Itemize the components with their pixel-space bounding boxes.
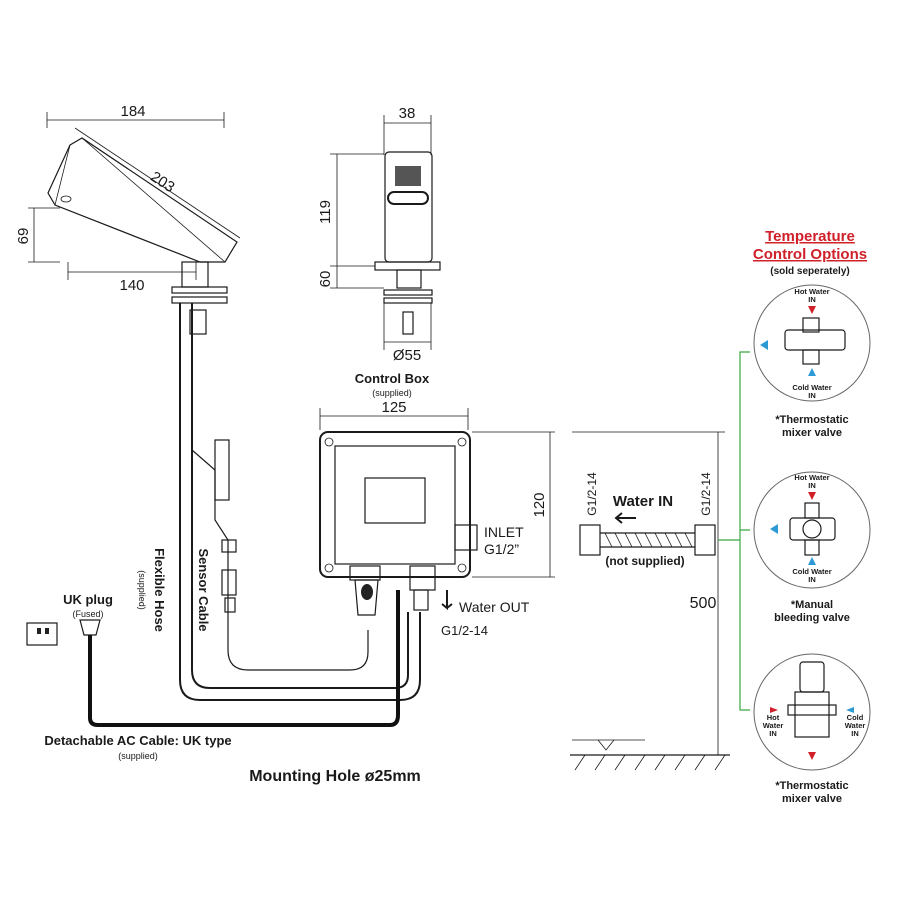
water-out-label: Water OUT [459, 599, 530, 615]
dim-120-label: 120 [531, 492, 548, 517]
dim-140-label: 140 [119, 277, 144, 294]
thread-right-label: G1/2-14 [699, 472, 713, 516]
water-in-hose [579, 524, 716, 556]
hot-in-arrow-icon [770, 707, 778, 713]
option-3-circle [753, 653, 871, 771]
svg-text:Hot Water: Hot Water [794, 287, 829, 296]
dim-55-label: Ø55 [393, 347, 421, 364]
option-thermostatic-1[interactable]: Hot Water IN Cold Water IN *Thermostatic… [753, 284, 871, 439]
option-1-caption-1: *Thermostatic [775, 414, 848, 426]
ac-cable-sub: (supplied) [118, 751, 158, 761]
dim-119-label: 119 [317, 200, 334, 224]
option-3-caption-2: mixer valve [782, 793, 842, 805]
control-box-subtitle: (supplied) [372, 388, 412, 398]
flexible-hose-sub: (supplied) [137, 570, 147, 610]
option-2-caption-1: *Manual [791, 599, 833, 611]
svg-text:IN: IN [808, 295, 816, 304]
svg-text:IN: IN [808, 481, 816, 490]
option-3-caption-1: *Thermostatic [775, 780, 848, 792]
mix-out-arrow-icon [760, 340, 768, 350]
dim-line-203 [74, 127, 241, 239]
dim-38-label: 38 [399, 105, 416, 122]
options-connector [718, 351, 750, 711]
temp-title-line2: Control Options [753, 246, 867, 263]
outlet-thread-label: G1/2-14 [441, 623, 488, 638]
dim-500-label: 500 [690, 595, 717, 612]
svg-text:Water: Water [763, 721, 784, 730]
water-in-sub: (not supplied) [605, 554, 684, 568]
dim-60-label: 60 [317, 271, 334, 288]
option-2-caption-2: bleeding valve [774, 612, 850, 624]
option-manual-bleeding[interactable]: Hot Water IN Cold Water IN *Manual bleed… [753, 471, 871, 624]
svg-text:Hot Water: Hot Water [794, 473, 829, 482]
mounting-hole-label: Mounting Hole ø25mm [249, 768, 421, 785]
faucet-side-view: 38 119 60 Ø55 [317, 105, 441, 364]
uk-plug-label: UK plug [63, 592, 113, 607]
hot-in-arrow-icon [808, 306, 816, 314]
ac-cable-line [88, 590, 400, 727]
svg-text:Cold: Cold [847, 713, 864, 722]
flexible-hose-line [179, 303, 421, 701]
svg-text:IN: IN [808, 391, 816, 400]
control-box [319, 431, 478, 616]
faucet-spout [47, 137, 238, 263]
sensor-cable-label: Sensor Cable [196, 548, 211, 631]
uk-plug-icon [79, 619, 101, 636]
svg-text:Water: Water [845, 721, 866, 730]
flexible-hose-label: Flexible Hose [152, 548, 167, 632]
hot-in-arrow-icon [808, 492, 816, 500]
ac-cable-label: Detachable AC Cable: UK type [44, 733, 231, 748]
svg-text:Cold Water: Cold Water [792, 383, 831, 392]
dim-203-label: 203 [147, 168, 177, 196]
temp-subtitle: (sold seperately) [770, 266, 849, 277]
thread-left-label: G1/2-14 [585, 472, 599, 516]
inlet-thread: G1/2” [484, 541, 519, 557]
option-1-caption-2: mixer valve [782, 427, 842, 439]
cold-in-arrow-icon [846, 707, 854, 713]
svg-text:IN: IN [808, 575, 816, 584]
water-in-arrow [614, 512, 636, 524]
mix-out-arrow-icon [808, 752, 816, 760]
inlet-label: INLET [484, 524, 524, 540]
dim-125-label: 125 [381, 399, 406, 416]
cold-in-arrow-icon [808, 557, 816, 565]
svg-text:Hot: Hot [767, 713, 780, 722]
uk-plug-sub: (Fused) [72, 609, 103, 619]
sensor-cable-line [191, 449, 369, 671]
svg-text:IN: IN [769, 729, 777, 738]
cold-in-arrow-icon [808, 368, 816, 376]
temp-title-line1: Temperature [765, 228, 855, 245]
dim-69-label: 69 [15, 228, 32, 245]
water-in-label: Water IN [613, 493, 673, 510]
dim-184-label: 184 [120, 103, 145, 120]
control-box-title: Control Box [355, 371, 430, 386]
option-2-circle [753, 471, 871, 589]
svg-text:Cold Water: Cold Water [792, 567, 831, 576]
mix-out-arrow-icon [770, 524, 778, 534]
option-1-circle [753, 284, 871, 402]
water-out-arrow [441, 590, 453, 611]
option-thermostatic-2[interactable]: Hot Water IN Cold Water IN *Thermostatic… [753, 653, 871, 805]
uk-socket-icon [26, 622, 58, 646]
svg-text:IN: IN [851, 729, 859, 738]
